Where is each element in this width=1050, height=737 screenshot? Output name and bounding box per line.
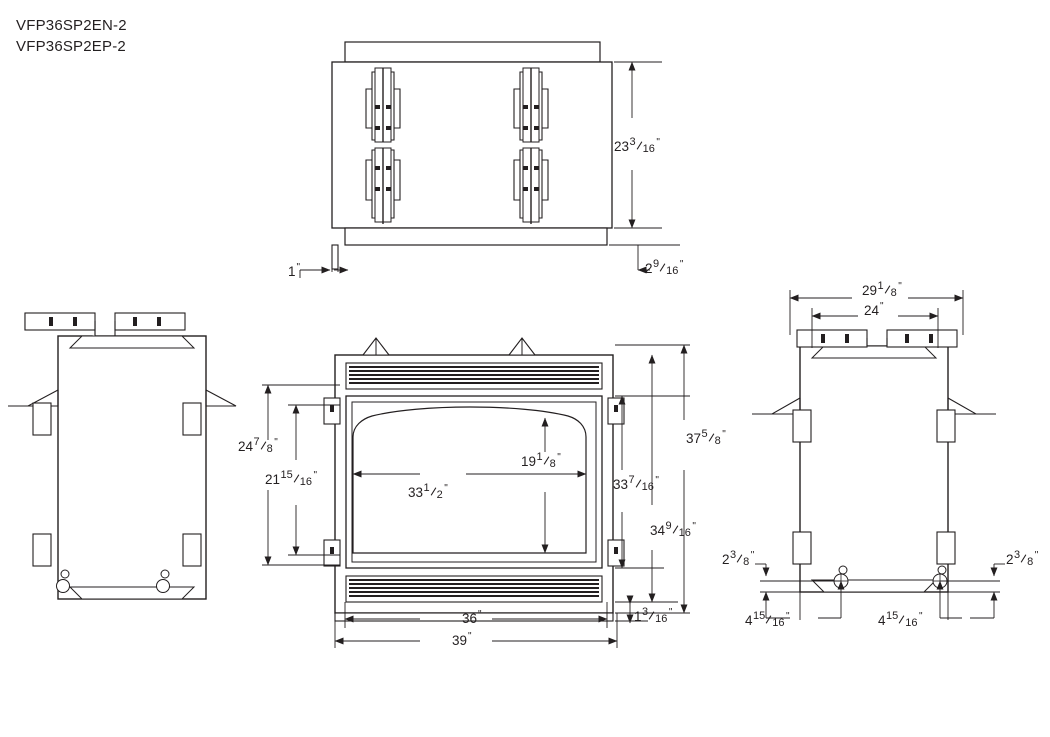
dim-front-36: 36" — [462, 609, 482, 626]
top-view-geometry — [331, 41, 613, 270]
right-side-view-geometry — [752, 329, 996, 593]
left-side-view-geometry — [8, 312, 237, 600]
front-view-dimension-lines — [262, 344, 690, 648]
dim-front-39: 39" — [452, 631, 472, 648]
top-view-dimension-lines — [299, 61, 680, 278]
dim-top-left-1in: 1" — [288, 262, 301, 279]
dim-right-24: 24" — [864, 301, 884, 318]
right-side-view-dimension-lines — [755, 290, 1005, 620]
model-number-label: VFP36SP2EN-2 VFP36SP2EP-2 — [16, 17, 127, 55]
front-view-geometry — [323, 337, 625, 622]
